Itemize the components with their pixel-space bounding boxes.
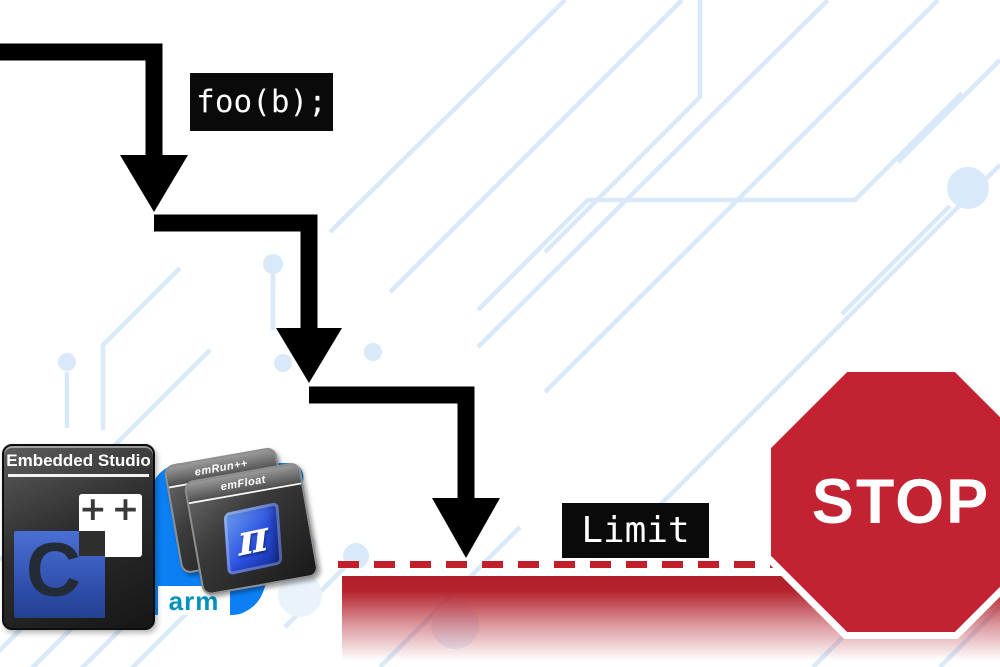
emfloat-chip: emFloat π <box>183 461 320 597</box>
circuit-trace <box>100 266 182 430</box>
stack-arrow-step-2 <box>154 214 318 330</box>
circuit-trace <box>896 58 1000 164</box>
function-call-text: foo(b); <box>196 84 327 120</box>
pi-glyph: π <box>236 509 270 566</box>
circuit-pad <box>263 254 283 274</box>
stop-sign-icon: STOP <box>771 372 1000 632</box>
limit-label: Limit <box>562 503 709 558</box>
arrowhead-icon <box>120 155 188 212</box>
pi-book-icon: π <box>223 501 283 576</box>
circuit-trace <box>658 163 1000 507</box>
stop-sign-text: STOP <box>811 467 991 537</box>
embedded-studio-title: Embedded Studio <box>6 451 151 470</box>
limit-text: Limit <box>581 510 690 551</box>
circuit-trace <box>543 0 940 394</box>
arrowhead-icon <box>432 498 500 558</box>
plus-plus-text: ++ <box>79 489 145 528</box>
circuit-trace <box>476 91 964 312</box>
embedded-studio-card: Embedded Studio ++ C <box>2 444 155 630</box>
icon-overlap-square <box>79 531 105 556</box>
stack-arrow-step-3 <box>309 386 475 500</box>
circuit-trace <box>840 204 952 316</box>
c-letter-text: C <box>26 528 81 613</box>
embedded-studio-icon: ++ C <box>4 477 153 618</box>
stack-limit-dashed-line <box>338 561 1000 568</box>
embedded-studio-divider <box>8 474 149 477</box>
emfloat-chip-body: π <box>189 484 317 591</box>
circuit-pad <box>947 167 989 209</box>
stop-sign-border: STOP <box>764 365 1000 639</box>
circuit-pad <box>274 354 292 372</box>
stack-arrow-step-1 <box>0 43 163 157</box>
circuit-pad-soft <box>278 573 322 617</box>
circuit-pad <box>58 353 76 371</box>
circuit-trace <box>476 0 830 349</box>
arrowhead-icon <box>276 328 342 383</box>
circuit-trace <box>328 0 567 234</box>
circuit-pad <box>364 343 382 361</box>
library-chips: emRun++ emFloat π <box>163 440 337 614</box>
circuit-trace <box>388 0 684 294</box>
function-call-label: foo(b); <box>190 73 333 131</box>
